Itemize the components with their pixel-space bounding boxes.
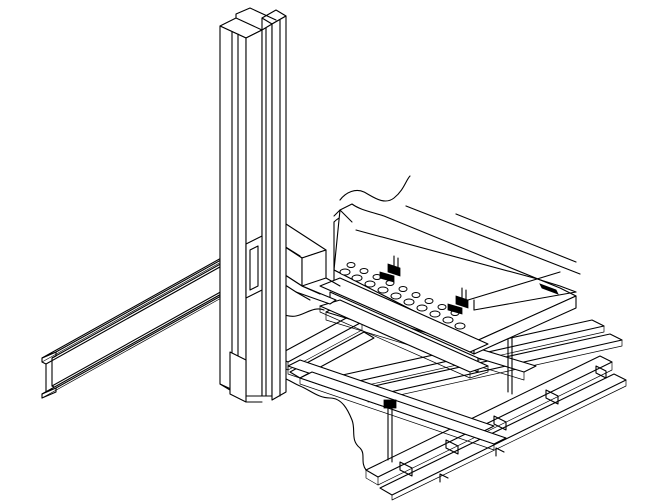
deck-cells bbox=[339, 262, 466, 330]
main-beam bbox=[319, 277, 489, 379]
deck-outline-details bbox=[333, 209, 353, 271]
steel-column bbox=[219, 7, 287, 403]
lower-purlin-rails bbox=[337, 319, 627, 501]
shear-connectors bbox=[379, 255, 469, 315]
